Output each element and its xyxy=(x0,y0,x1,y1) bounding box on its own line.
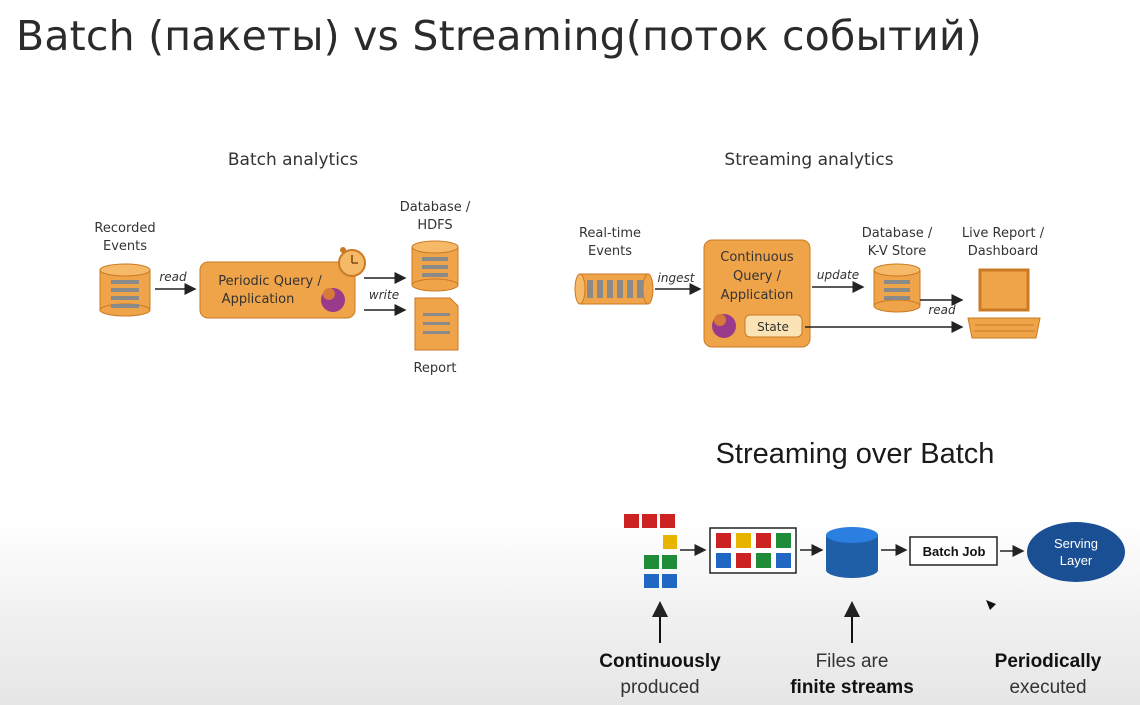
caption-files-are: Files are xyxy=(816,651,889,672)
clock-icon xyxy=(338,247,366,277)
batch-heading: Batch analytics xyxy=(228,150,358,170)
live-report-label-1: Live Report / xyxy=(962,226,1045,241)
stream-read-label: read xyxy=(928,303,956,317)
continuous-query-label-3: Application xyxy=(721,288,794,303)
state-store-icon: State xyxy=(744,314,803,338)
recorded-events-cylinder-icon xyxy=(99,263,151,317)
update-label: update xyxy=(817,268,859,282)
periodic-query-label-1: Periodic Query / xyxy=(218,274,322,289)
produced-blocks-icon xyxy=(624,514,677,588)
serving-label-2: Layer xyxy=(1060,553,1093,568)
recorded-events-label-1: Recorded xyxy=(94,221,155,236)
squirrel-icon xyxy=(712,314,736,338)
periodic-query-label-2: Application xyxy=(222,292,295,307)
realtime-events-label-1: Real-time xyxy=(579,226,641,241)
read-label: read xyxy=(159,270,187,284)
report-document-icon xyxy=(414,297,459,351)
batched-file-icon xyxy=(709,527,797,574)
streaming-heading: Streaming analytics xyxy=(724,150,893,170)
serving-label-1: Serving xyxy=(1054,536,1098,551)
caption-finite-streams: finite streams xyxy=(790,677,914,698)
ingest-label: ingest xyxy=(658,271,696,285)
kv-store-cylinder-icon xyxy=(873,263,921,313)
streaming-analytics-diagram: Streaming analytics Real-time Events ing… xyxy=(574,150,1045,348)
streaming-over-batch-heading: Streaming over Batch xyxy=(716,438,995,470)
batch-analytics-diagram: Batch analytics Recorded Events read Per… xyxy=(94,150,470,376)
stream-db-label-1: Database / xyxy=(862,226,933,241)
report-label: Report xyxy=(413,361,456,376)
event-stream-tube-icon xyxy=(574,273,654,305)
realtime-events-label-2: Events xyxy=(588,244,632,259)
serving-layer-ellipse: Serving Layer xyxy=(1027,522,1125,582)
periodic-query-box: Periodic Query / Application xyxy=(199,247,366,319)
caption-periodically: Periodically xyxy=(995,651,1102,672)
batch-db-label-1: Database / xyxy=(400,200,471,215)
continuous-query-box: Continuous Query / Application State xyxy=(703,239,811,348)
storage-cylinder-icon xyxy=(826,527,878,578)
batch-db-label-2: HDFS xyxy=(417,218,452,233)
caption-continuously: Continuously xyxy=(599,651,721,672)
dashboard-computer-icon xyxy=(967,268,1041,339)
caption-produced: produced xyxy=(620,677,699,698)
batch-job-box: Batch Job xyxy=(909,536,998,566)
write-label: write xyxy=(369,288,399,302)
cursor-pointer-icon xyxy=(986,600,996,610)
continuous-query-label-1: Continuous xyxy=(720,250,794,265)
stream-db-label-2: K-V Store xyxy=(868,244,926,259)
slide-title: Batch (пакеты) vs Streaming(поток событи… xyxy=(16,12,982,60)
squirrel-icon xyxy=(321,288,345,312)
streaming-over-batch-diagram: Streaming over Batch xyxy=(599,438,1125,698)
batch-job-label: Batch Job xyxy=(923,544,986,559)
hdfs-cylinder-icon xyxy=(411,240,459,292)
recorded-events-label-2: Events xyxy=(103,239,147,254)
continuous-query-label-2: Query / xyxy=(733,269,782,284)
state-label: State xyxy=(757,320,789,334)
live-report-label-2: Dashboard xyxy=(968,244,1039,259)
caption-executed: executed xyxy=(1009,677,1086,698)
